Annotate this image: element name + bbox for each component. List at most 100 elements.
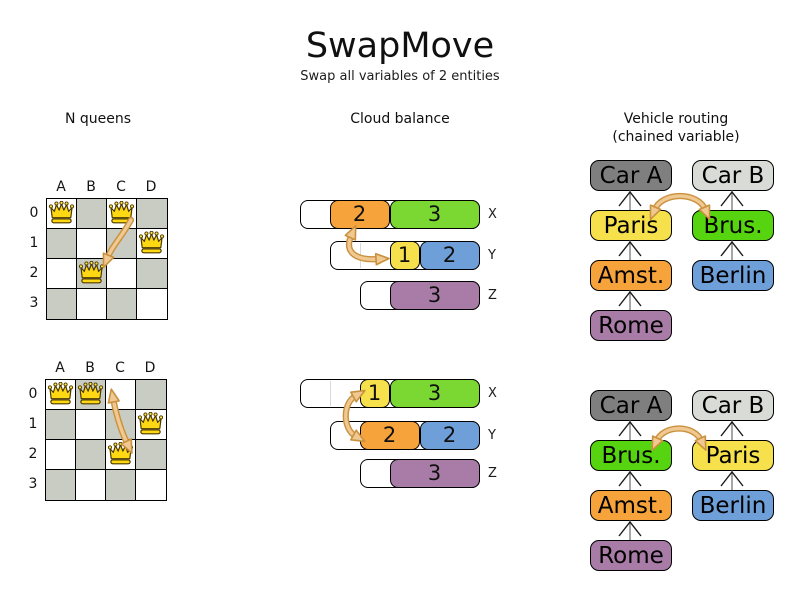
process-segment: 2 — [419, 420, 480, 450]
board-cell — [47, 229, 77, 259]
board-cell — [77, 289, 107, 319]
process-segment: 3 — [389, 458, 480, 488]
board-col-label: B — [86, 179, 96, 195]
board-col-label: A — [56, 179, 66, 195]
board-cell — [47, 199, 77, 229]
chain-link-arrow — [618, 190, 642, 210]
computer-label: Z — [488, 288, 497, 303]
board-row-label: 3 — [29, 295, 39, 311]
board-cell — [47, 259, 77, 289]
process-segment: 1 — [389, 240, 420, 270]
board-cell — [107, 259, 137, 289]
board-cell — [136, 380, 166, 410]
process-segment: 2 — [359, 420, 420, 450]
chain-link-arrow — [618, 470, 642, 490]
chessboard-before — [46, 198, 168, 320]
board-col-label: C — [116, 179, 126, 195]
board-cell — [137, 229, 167, 259]
page-title: SwapMove — [305, 26, 495, 66]
board-cell — [47, 289, 77, 319]
board-col-label: D — [144, 360, 156, 376]
board-row-label: 3 — [28, 476, 38, 492]
board-cell — [46, 410, 76, 440]
board-cell — [106, 410, 136, 440]
board-row-label: 2 — [28, 446, 38, 462]
board-cell — [136, 410, 166, 440]
board-cell — [107, 229, 137, 259]
board-cell — [137, 289, 167, 319]
board-cell — [76, 470, 106, 500]
vrp-box-rome: Rome — [590, 540, 672, 571]
computer-bar-before-Z: 3 — [360, 280, 480, 310]
board-cell — [106, 470, 136, 500]
board-row-label: 0 — [28, 386, 38, 402]
chain-link-arrow — [720, 420, 744, 440]
process-segment: 3 — [389, 199, 480, 229]
chain-link-arrow — [720, 190, 744, 210]
vrp-box-brus: Brus. — [590, 440, 672, 471]
board-cell — [137, 199, 167, 229]
cloud-header: Cloud balance — [350, 111, 450, 127]
vrp-box-rome: Rome — [590, 310, 672, 341]
board-cell — [107, 289, 137, 319]
chain-link-arrow — [618, 240, 642, 260]
vrp-box-cara: Car A — [590, 390, 672, 421]
board-cell — [107, 199, 137, 229]
board-cell — [136, 470, 166, 500]
board-cell — [46, 440, 76, 470]
vrp-box-paris: Paris — [590, 210, 672, 241]
board-cell — [77, 259, 107, 289]
computer-label: Y — [488, 428, 496, 443]
computer-bar-after-Z: 3 — [360, 458, 480, 488]
board-row-label: 1 — [29, 235, 39, 251]
board-row-label: 2 — [29, 265, 39, 281]
board-col-label: A — [55, 360, 65, 376]
process-segment: 3 — [389, 280, 480, 310]
board-cell — [137, 259, 167, 289]
board-cell — [76, 410, 106, 440]
vrp-box-amst: Amst. — [590, 490, 672, 521]
vrp-box-paris: Paris — [692, 440, 774, 471]
vrp-box-brus: Brus. — [692, 210, 774, 241]
unit-divider — [329, 381, 331, 406]
process-segment: 2 — [329, 199, 390, 229]
board-row-label: 0 — [29, 205, 39, 221]
page-subtitle: Swap all variables of 2 entities — [300, 69, 500, 84]
chessboard-after — [45, 379, 167, 501]
board-cell — [77, 229, 107, 259]
board-row-label: 1 — [28, 416, 38, 432]
vrp-header-line1: Vehicle routing — [623, 111, 729, 127]
board-col-label: D — [145, 179, 157, 195]
board-cell — [106, 440, 136, 470]
chain-link-arrow — [618, 520, 642, 540]
vrp-header: Vehicle routing (chained variable) — [612, 110, 739, 146]
chain-link-arrow — [720, 240, 744, 260]
vrp-box-carb: Car B — [692, 390, 774, 421]
vrp-box-cara: Car A — [590, 160, 672, 191]
vrp-header-line2: (chained variable) — [612, 129, 740, 145]
board-cell — [77, 199, 107, 229]
board-cell — [76, 380, 106, 410]
board-col-label: B — [85, 360, 95, 376]
computer-label: X — [488, 386, 497, 401]
vrp-box-berlin: Berlin — [692, 490, 774, 521]
computer-label: Y — [488, 248, 496, 263]
vrp-box-berlin: Berlin — [692, 260, 774, 291]
board-col-label: C — [115, 360, 125, 376]
board-cell — [76, 440, 106, 470]
process-segment: 1 — [359, 378, 390, 408]
vrp-box-amst: Amst. — [590, 260, 672, 291]
vrp-box-carb: Car B — [692, 160, 774, 191]
chain-link-arrow — [720, 470, 744, 490]
chain-link-arrow — [618, 420, 642, 440]
board-cell — [46, 380, 76, 410]
nqueens-header: N queens — [64, 111, 132, 127]
unit-divider — [359, 243, 361, 268]
board-cell — [136, 440, 166, 470]
process-segment: 2 — [419, 240, 480, 270]
